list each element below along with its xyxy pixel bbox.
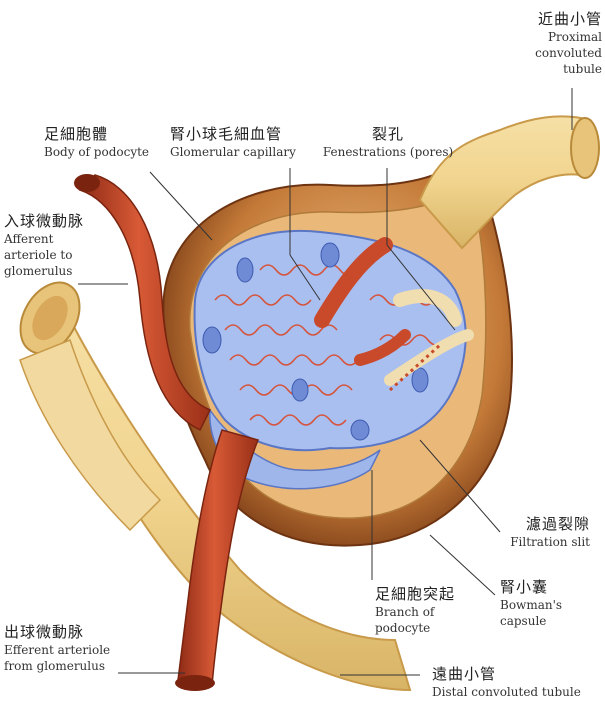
afferent-arteriole-en-3: glomerulus — [4, 264, 73, 278]
efferent-arteriole-en-1: Efferent arteriole — [4, 643, 111, 657]
glomerular-capillary-zh: 腎小球毛細血管 — [170, 125, 283, 143]
distal-tubule-zh: 遠曲小管 — [432, 665, 497, 683]
label-podocyte-branch: 足細胞突起 Branch of podocyte — [375, 585, 455, 636]
filtration-slit-en: Filtration slit — [510, 535, 590, 549]
fenestrations-zh: 裂孔 — [371, 125, 404, 143]
distal-tubule-en: Distal convoluted tubule — [432, 685, 581, 699]
label-glomerular-capillary: 腎小球毛細血管 Glomerular capillary — [170, 125, 296, 160]
efferent-arteriole-en-2: from glomerulus — [4, 659, 106, 673]
afferent-arteriole-en-1: Afferent — [4, 232, 54, 246]
podocyte-body-en: Body of podocyte — [44, 145, 150, 159]
leader-lines — [78, 88, 573, 676]
label-distal-tubule: 遠曲小管 Distal convoluted tubule — [432, 665, 581, 700]
glomerular-capillary-en: Glomerular capillary — [170, 145, 296, 159]
afferent-arteriole-zh: 入球微動脉 — [4, 212, 85, 230]
bowmans-capsule-zh: 腎小囊 — [500, 578, 549, 596]
bowmans-capsule-en-2: capsule — [500, 614, 547, 628]
label-efferent-arteriole: 出球微動脉 Efferent arteriole from glomerulus — [4, 623, 110, 674]
efferent-arteriole-zh: 出球微動脉 — [4, 623, 85, 641]
fenestrations-en: Fenestrations (pores) — [322, 145, 454, 159]
proximal-tubule-zh: 近曲小管 — [537, 10, 602, 28]
label-afferent-arteriole: 入球微動脉 Afferent arteriole to glomerulus — [4, 212, 84, 279]
label-fenestrations: 裂孔 Fenestrations (pores) — [308, 125, 468, 160]
label-podocyte-body: 足細胞體 Body of podocyte — [44, 125, 149, 160]
filtration-slit-zh: 濾過裂隙 — [525, 515, 590, 533]
afferent-arteriole-shape — [78, 174, 212, 432]
label-proximal-tubule: 近曲小管 Proximal convoluted tubule — [510, 10, 602, 77]
glomerulus-tuft — [193, 229, 474, 490]
label-filtration-slit: 濾過裂隙 Filtration slit — [480, 515, 590, 550]
label-bowmans-capsule: 腎小囊 Bowman's capsule — [500, 578, 562, 629]
afferent-arteriole-en-2: arteriole to — [4, 248, 73, 262]
distal-tubule-shape — [38, 298, 412, 692]
podocyte-branch-zh: 足細胞突起 — [375, 585, 456, 603]
proximal-tubule-en-2: convoluted — [535, 46, 602, 60]
proximal-tubule-en-1: Proximal — [547, 30, 602, 44]
podocyte-branch-en-1: Branch of — [375, 605, 435, 619]
proximal-tubule-en-3: tubule — [563, 62, 602, 76]
bowmans-capsule-en-1: Bowman's — [500, 598, 563, 612]
podocyte-body-zh: 足細胞體 — [44, 125, 109, 143]
podocyte-branch-en-2: podocyte — [375, 621, 431, 635]
